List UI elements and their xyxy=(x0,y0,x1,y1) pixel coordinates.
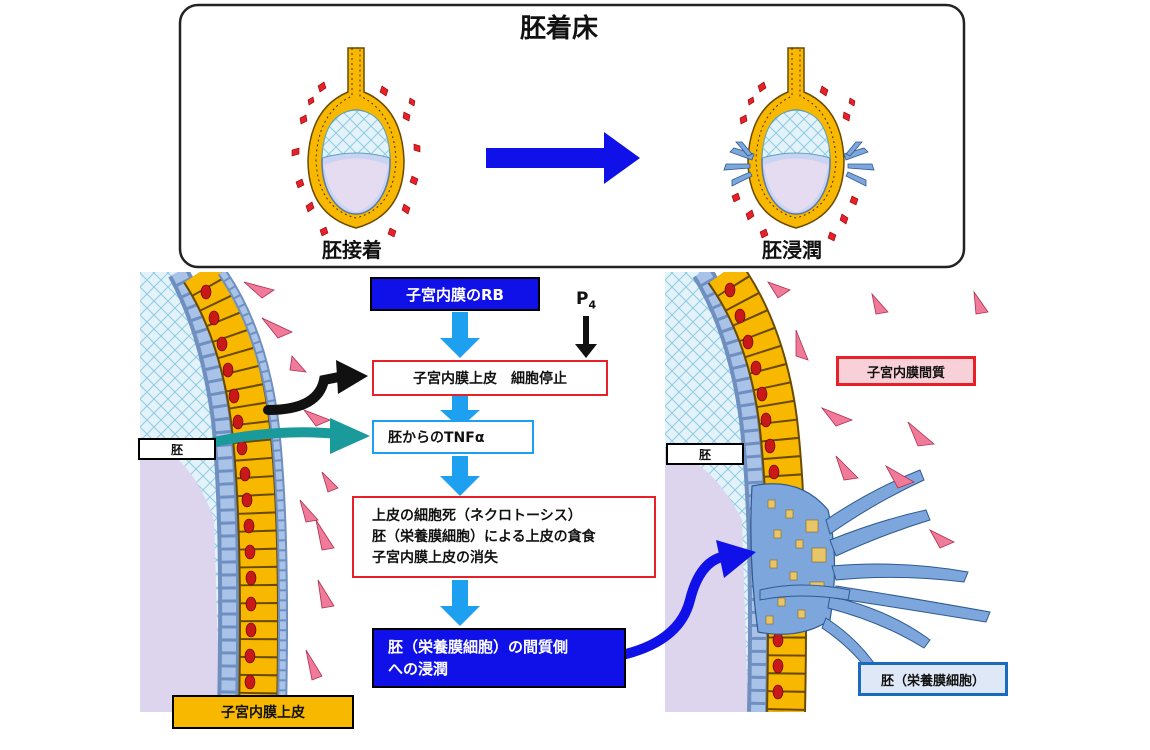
invasion-arrow xyxy=(621,551,731,659)
curved-arrow-icon xyxy=(263,371,349,415)
arrest-text: 子宮内膜上皮 細胞停止 xyxy=(413,371,567,387)
invasion-line-2: への浸潤 xyxy=(388,660,449,678)
invasion-box: 胚（栄養膜細胞）の間質側 への浸潤 xyxy=(372,628,626,688)
stroma-label: 子宮内膜間質 xyxy=(836,356,976,386)
p4-base: P xyxy=(576,289,589,309)
embryo-attachment-illustration xyxy=(291,47,421,238)
trophoblast-label: 胚（栄養膜細胞） xyxy=(858,662,1008,696)
teal-arrow xyxy=(209,427,343,447)
epithelium-attachment-illustration xyxy=(140,272,355,712)
p4-label: P4 xyxy=(576,289,596,311)
epithelium-label: 子宮内膜上皮 xyxy=(172,695,354,729)
embryo-left-text: 胚 xyxy=(170,442,183,457)
epithelium-text: 子宮内膜上皮 xyxy=(221,705,305,721)
embryo-right-text: 胚 xyxy=(698,447,711,462)
tnf-text: 胚からのTNFα xyxy=(388,430,485,446)
epithelium-invasion-illustration xyxy=(665,272,1015,712)
down-arrow-icon xyxy=(575,316,597,358)
embryo-label-right: 胚 xyxy=(666,443,744,465)
tnf-box: 胚からのTNFα xyxy=(372,420,534,454)
rb-box: 子宮内膜のRB xyxy=(370,277,540,311)
label-invasion: 胚浸潤 xyxy=(762,238,822,262)
arrest-box: 子宮内膜上皮 細胞停止 xyxy=(372,360,608,396)
flow-arrows xyxy=(440,312,480,626)
invasion-line-1: 胚（栄養膜細胞）の間質側 xyxy=(388,638,569,656)
trophoblast-text: 胚（栄養膜細胞） xyxy=(880,673,985,689)
cell-death-line-1: 上皮の細胞死（ネクロトーシス） xyxy=(372,507,582,524)
page-title: 胚着床 xyxy=(520,14,599,44)
embryo-invasion-illustration xyxy=(723,47,875,242)
rb-text: 子宮内膜のRB xyxy=(406,285,504,304)
embryo-label-left: 胚 xyxy=(138,438,216,460)
p4-subscript: 4 xyxy=(588,298,597,312)
cell-death-line-3: 子宮内膜上皮の消失 xyxy=(372,549,498,566)
block-arrow-right-icon xyxy=(486,132,640,184)
stroma-text: 子宮内膜間質 xyxy=(866,365,945,381)
label-attachment: 胚接着 xyxy=(322,238,382,262)
cell-death-line-2: 胚（栄養膜細胞）による上皮の貪食 xyxy=(372,528,596,545)
cell-death-box: 上皮の細胞死（ネクロトーシス） 胚（栄養膜細胞）による上皮の貪食 子宮内膜上皮の… xyxy=(352,496,656,578)
